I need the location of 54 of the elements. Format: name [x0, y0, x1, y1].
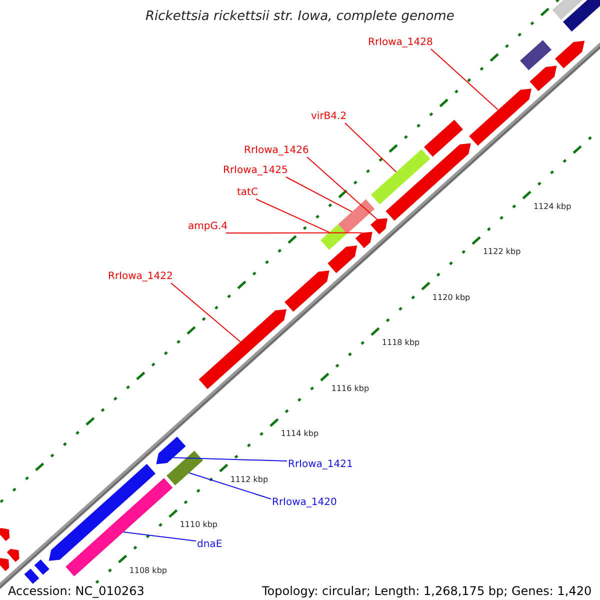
- leader-line: [306, 156, 378, 220]
- accession-text: Accession: NC_010263: [8, 585, 144, 597]
- gene-label: RrIowa_1428: [368, 38, 433, 48]
- leader-line: [344, 122, 397, 173]
- gene-feature: [371, 149, 430, 204]
- gene-feature: [355, 232, 372, 248]
- gene-feature: [66, 478, 173, 576]
- gene-feature: [370, 218, 388, 234]
- leader-line: [430, 48, 499, 110]
- gene-label: virB4.2: [311, 112, 347, 122]
- tick-label: 1112 kbp: [230, 476, 268, 484]
- gene-feature: [520, 40, 552, 70]
- tick-label: 1110 kbp: [180, 521, 218, 530]
- tick-label: 1116 kbp: [331, 384, 370, 393]
- gene-label: RrIowa_1426: [244, 146, 309, 156]
- leader-line: [188, 472, 272, 500]
- gene-feature: [156, 436, 186, 464]
- gene-label: tatC: [237, 188, 258, 198]
- gene-feature: [328, 246, 358, 274]
- gene-feature: [48, 464, 156, 561]
- tick-label: 1120 kbp: [432, 294, 470, 302]
- tick-label: 1122 kbp: [482, 248, 521, 256]
- gene-feature: [6, 548, 20, 562]
- title: Rickettsia rickettsii str. Iowa, complete genome: [146, 10, 454, 23]
- gene-feature: [555, 40, 585, 68]
- gene-label: RrIowa_1420: [272, 498, 337, 508]
- leader-line: [172, 457, 288, 462]
- gene-label: dnaE: [197, 540, 222, 550]
- leader-line: [256, 198, 330, 233]
- gene-feature: [0, 558, 10, 572]
- tick-label: 1108 kbp: [129, 566, 167, 575]
- leader-line: [286, 176, 353, 212]
- gene-feature: [563, 0, 600, 32]
- tick-label: 1118 kbp: [382, 339, 420, 348]
- gene-feature: [424, 120, 463, 157]
- gene-feature: [166, 450, 203, 486]
- leader-line: [170, 282, 241, 342]
- gene-feature: [530, 66, 557, 92]
- gene-feature: [34, 560, 50, 575]
- tick-label: 1124 kbp: [533, 202, 572, 211]
- gene-label: RrIowa_1421: [288, 460, 353, 470]
- leader-line: [226, 232, 362, 234]
- gene-label: RrIowa_1425: [223, 166, 288, 176]
- gene-feature: [469, 88, 532, 146]
- gene-label: RrIowa_1422: [108, 272, 173, 282]
- gene-feature: [0, 528, 10, 542]
- genome-info-text: Topology: circular; Length: 1,268,175 bp; Genes: 1,420: [262, 585, 592, 597]
- tick-label: 1114 kbp: [280, 430, 319, 438]
- leader-line: [122, 532, 196, 542]
- gene-feature: [198, 309, 286, 390]
- gene-feature: [338, 199, 375, 234]
- gene-label: ampG.4: [188, 222, 228, 232]
- gene-feature: [284, 270, 330, 312]
- gene-feature: [320, 224, 347, 250]
